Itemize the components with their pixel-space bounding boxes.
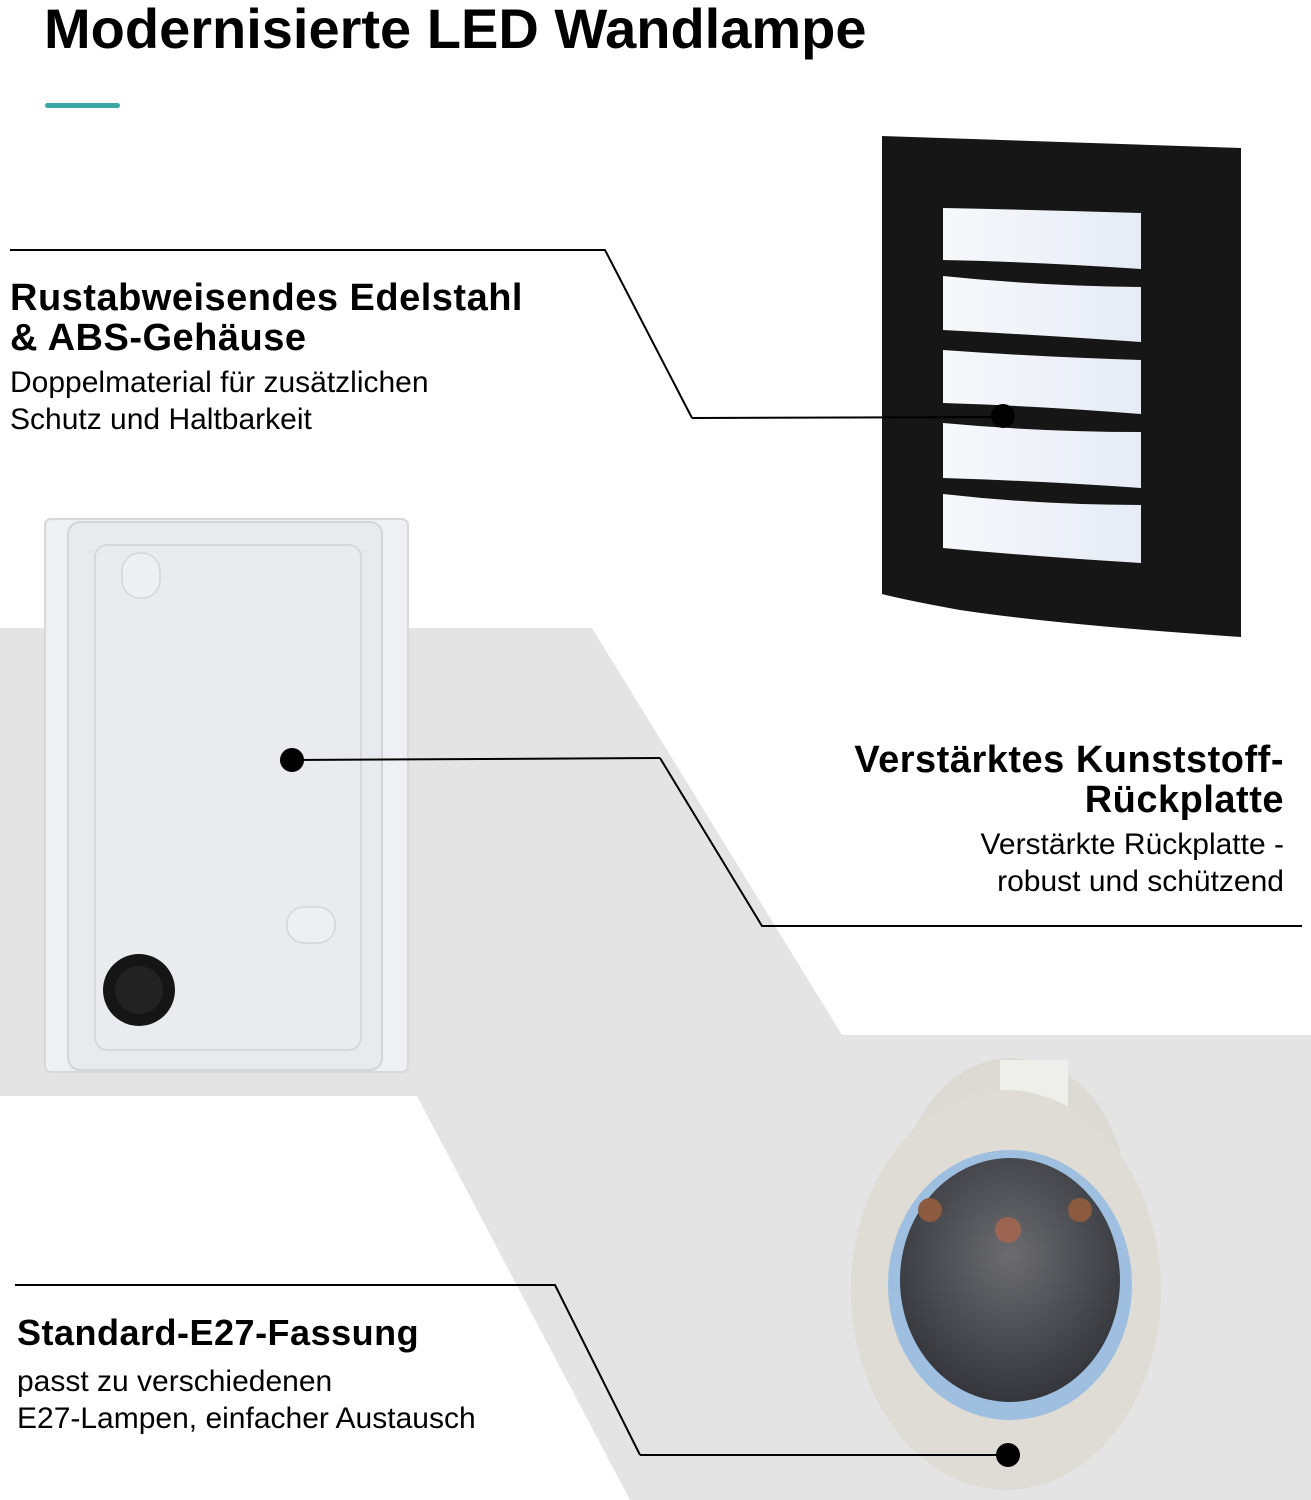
feature-housing-heading: Rustabweisendes Edelstahl & ABS-Gehäuse [10, 277, 523, 359]
feature-housing: Rustabweisendes Edelstahl & ABS-Gehäuse … [10, 278, 523, 438]
feature-e27-heading: Standard-E27-Fassung [17, 1312, 420, 1353]
feature-backplate-description: Verstärkte Rückplatte - robust und schüt… [980, 828, 1284, 898]
feature-e27-socket: Standard-E27-Fassung passt zu verschiede… [17, 1313, 476, 1437]
title-accent-bar [45, 103, 120, 108]
feature-housing-description: Doppelmaterial für zusätzlichen Schutz u… [10, 366, 429, 436]
feature-backplate: Verstärktes Kunststoff- Rückplatte Verst… [854, 740, 1284, 900]
page-title: Modernisierte LED Wandlampe [44, 0, 867, 60]
feature-backplate-heading: Verstärktes Kunststoff- Rückplatte [854, 739, 1284, 821]
feature-e27-description: passt zu verschiedenen E27-Lampen, einfa… [17, 1365, 476, 1435]
